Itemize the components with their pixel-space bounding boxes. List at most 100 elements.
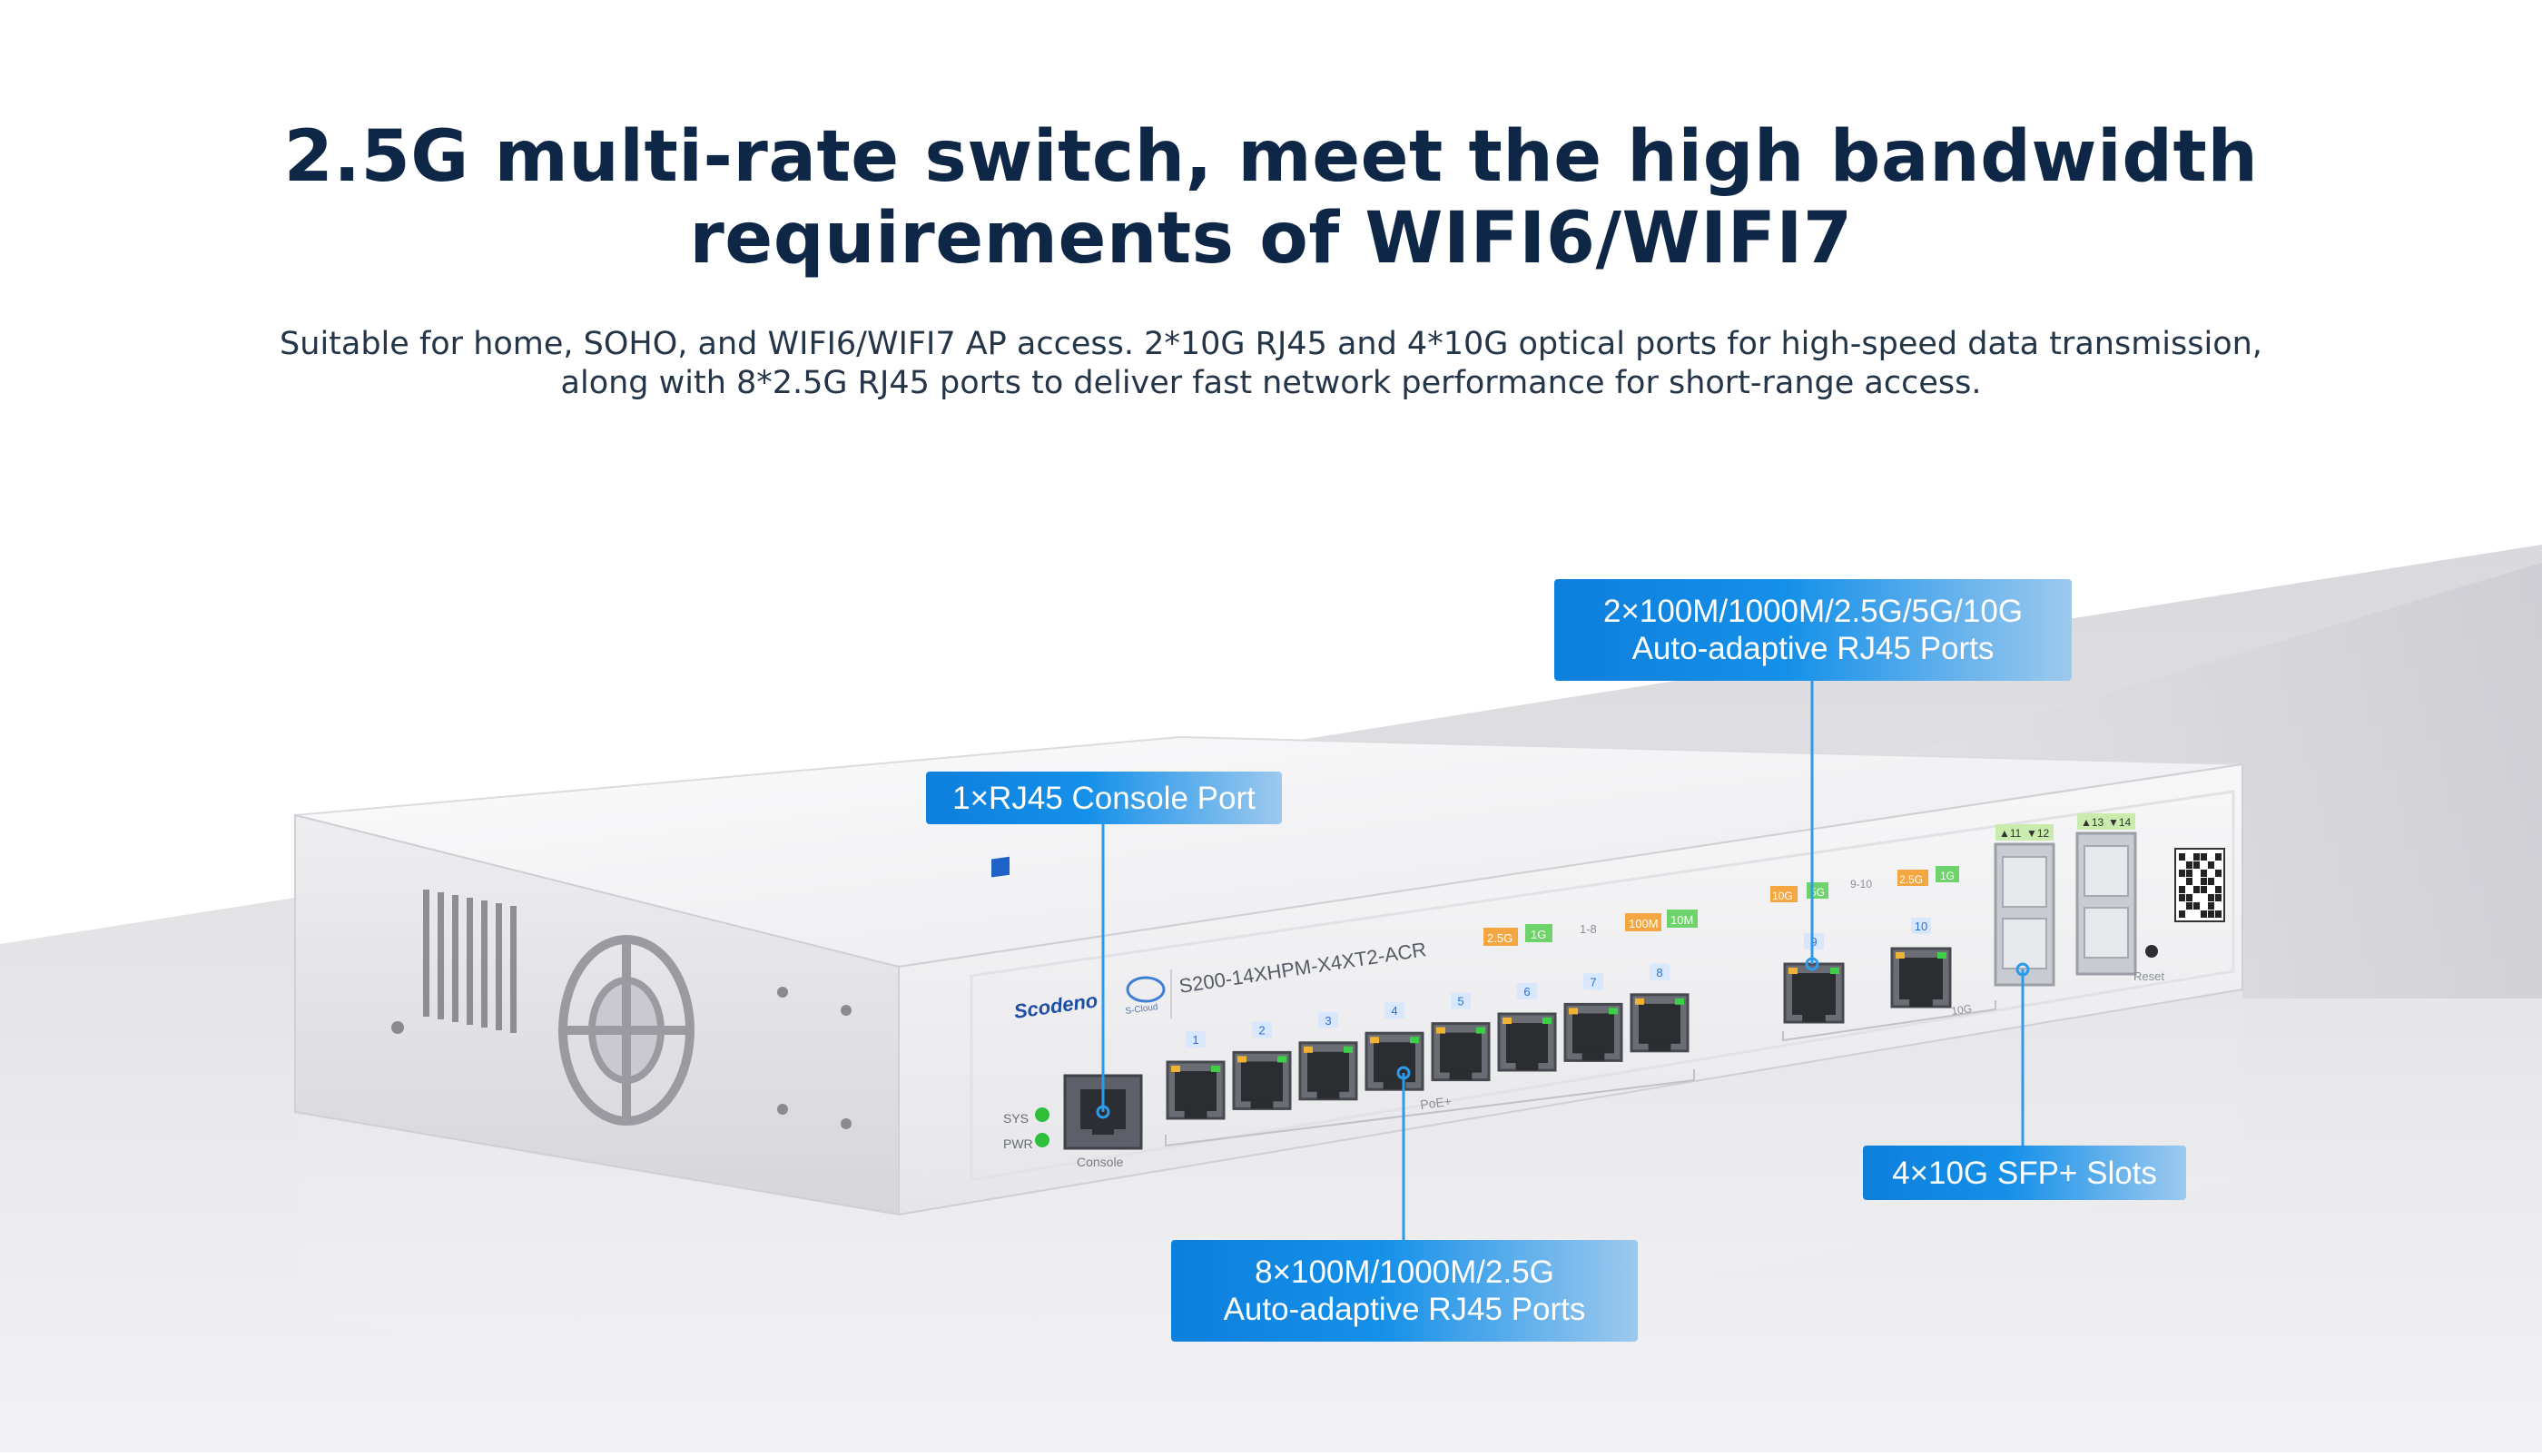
port-number-badge (1650, 963, 1670, 980)
legend-tag: 10M (1670, 913, 1693, 927)
port-number-badge (1252, 1021, 1272, 1038)
poe-label: PoE+ (1419, 1094, 1452, 1112)
port-number-label: 7 (1590, 975, 1596, 989)
sfp-label-bar (2077, 813, 2135, 830)
pwr-label: PWR (1003, 1136, 1033, 1151)
sys-label: SYS (1003, 1111, 1029, 1126)
rj45-port-4 (1365, 1031, 1424, 1091)
reset-label: Reset (2133, 969, 2164, 983)
port-number-badge (1384, 1002, 1404, 1019)
fan-grille-icon (558, 935, 695, 1126)
reset-button (2145, 945, 2158, 958)
port-number-label: 3 (1325, 1014, 1331, 1028)
subtitle-line-2: along with 8*2.5G RJ45 ports to deliver … (560, 365, 1982, 401)
port-number-label: 8 (1656, 966, 1662, 979)
rj45-port-1 (1166, 1060, 1226, 1120)
port-number-badge (1451, 992, 1471, 1009)
rj45-port-8 (1630, 993, 1690, 1053)
port-number-label: 1 (1192, 1033, 1198, 1047)
teng-bracket (1782, 1000, 1996, 1042)
sfp-number-label: ▲13 (2081, 816, 2104, 829)
side-vents (423, 890, 517, 1033)
callout-teng-rj45: 2×100M/1000M/2.5G/5G/10G Auto-adaptive R… (1554, 579, 2072, 681)
screw-icon (777, 987, 788, 998)
teng-port-group: 9 10 (1783, 918, 1952, 1024)
callout-rj45-line-2: Auto-adaptive RJ45 Ports (1223, 1292, 1586, 1327)
legend-tag: 2.5G (1899, 873, 1923, 886)
leader-lines (1096, 681, 2030, 1240)
sfp-slot (2002, 856, 2047, 908)
port-number-badge (1517, 983, 1537, 999)
headline-line-2: requirements of WIFI6/WIFI7 (689, 198, 1853, 280)
speed-legend-right: 10G 5G 9-10 2.5G 1G (1770, 866, 1959, 902)
teng-label: 10G (1950, 1002, 1972, 1018)
port-number-badge (1804, 933, 1824, 949)
callout-sfp-slots: 4×10G SFP+ Slots (1863, 1146, 2186, 1200)
sfp-cage: ▲11 ▼12 ▲13 ▼14 (1994, 813, 2137, 987)
rj45-port-10 (1890, 947, 1952, 1008)
port-number-label: 5 (1457, 995, 1463, 1008)
legend-tag: 1G (1531, 928, 1546, 941)
callout-teng-line-1: 2×100M/1000M/2.5G/5G/10G (1602, 594, 2024, 629)
qr-code-icon (2174, 848, 2225, 922)
sfp-slot (2084, 907, 2129, 959)
callout-console-port: 1×RJ45 Console Port (926, 772, 1282, 824)
port-number-label: 2 (1258, 1023, 1265, 1037)
headline: 2.5G multi-rate switch, meet the high ba… (0, 116, 2542, 280)
port-number-badge (1583, 973, 1603, 990)
legend-tag: 1G (1940, 870, 1955, 882)
rj45-port-3 (1298, 1041, 1358, 1101)
rj45-port-6 (1497, 1012, 1557, 1072)
callout-teng-line-2: Auto-adaptive RJ45 Ports (1631, 631, 1995, 666)
callout-console-text: 1×RJ45 Console Port (952, 780, 1256, 816)
port-number-label: 6 (1523, 985, 1530, 999)
subtitle: Suitable for home, SOHO, and WIFI6/WIFI7… (0, 325, 2542, 403)
sfp-number-label: ▼12 (2026, 827, 2050, 840)
leader-rj45-dot (1396, 1066, 1411, 1080)
sfp-slot (2084, 845, 2129, 897)
leader-sfp-dot (2015, 962, 2030, 977)
legend-ports: 9-10 (1850, 878, 1872, 890)
console-label: Console (1077, 1155, 1124, 1169)
speed-legend-left: 2.5G 1G 1-8 100M 10M (1483, 910, 1698, 946)
sfp-slot (2002, 918, 2047, 969)
leader-teng-dot (1805, 957, 1819, 971)
callout-sfp-text: 4×10G SFP+ Slots (1892, 1155, 2157, 1191)
legend-tag: 10G (1772, 890, 1793, 902)
cloud-label: S-Cloud (1125, 1002, 1158, 1017)
legend-tag: 5G (1810, 886, 1825, 899)
device-reflection (300, 989, 2242, 1416)
legend-tag: 2.5G (1487, 931, 1512, 945)
port-number-label: 9 (1810, 935, 1817, 949)
rj45-port-7 (1563, 1002, 1623, 1062)
pwr-led-icon (1035, 1133, 1049, 1147)
port-number-label: 10 (1915, 920, 1927, 933)
screw-icon (391, 1021, 404, 1034)
screw-icon (777, 1104, 788, 1115)
poe-bracket (1165, 1069, 1695, 1147)
port-number-label: 4 (1391, 1004, 1397, 1018)
rj45-port-group: 1 2 3 4 5 6 7 8 (1166, 963, 1690, 1120)
legend-ports: 1-8 (1580, 922, 1597, 936)
screw-icon (841, 1005, 852, 1016)
callout-rj45-25g: 8×100M/1000M/2.5G Auto-adaptive RJ45 Por… (1171, 1240, 1638, 1342)
sys-led-icon (1035, 1107, 1049, 1122)
sfp-number-label: ▼14 (2108, 816, 2132, 829)
legend-tag: 100M (1629, 917, 1659, 930)
sfp-number-label: ▲11 (1999, 827, 2022, 840)
callout-rj45-line-1: 8×100M/1000M/2.5G (1255, 1254, 1554, 1290)
headline-line-1: 2.5G multi-rate switch, meet the high ba… (283, 116, 2259, 198)
sfp-label-bar (1995, 824, 2054, 841)
subtitle-line-1: Suitable for home, SOHO, and WIFI6/WIFI7… (280, 326, 2262, 362)
port-number-badge (1911, 918, 1931, 934)
port-number-badge (1186, 1031, 1206, 1048)
screw-icon (841, 1118, 852, 1129)
leader-console-dot (1096, 1105, 1110, 1119)
rj45-port-5 (1431, 1022, 1491, 1082)
port-number-badge (1318, 1011, 1338, 1028)
brand-logo (991, 856, 1010, 878)
rj45-port-2 (1232, 1050, 1292, 1110)
